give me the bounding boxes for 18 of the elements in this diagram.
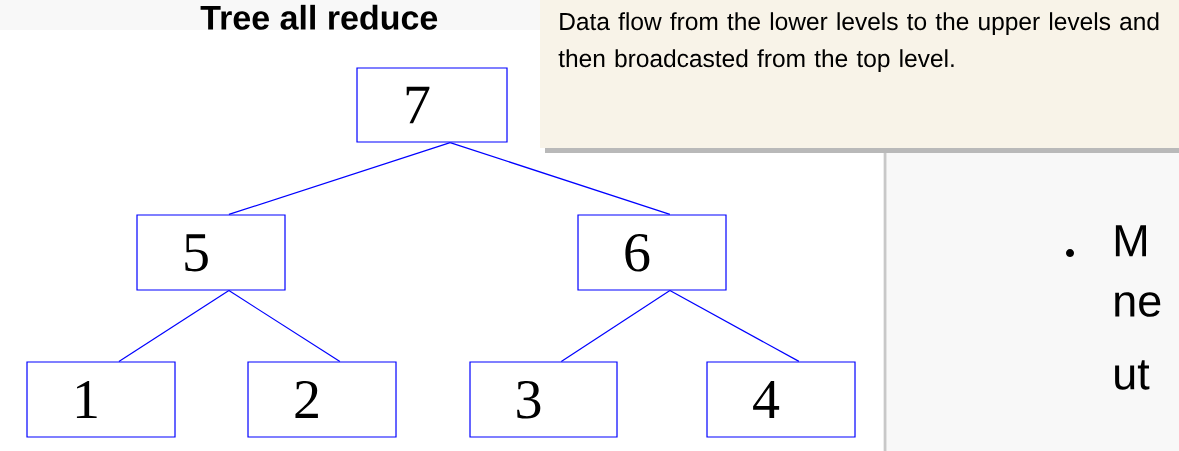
- connector-line: [449, 142, 671, 215]
- number-box: 5: [136, 214, 286, 291]
- connector-line: [669, 290, 800, 362]
- number-box: 6: [577, 214, 727, 291]
- bullet-text: ut: [1115, 360, 1150, 390]
- connector-line: [560, 290, 671, 362]
- bullet-text: ne: [1115, 292, 1161, 317]
- connector-line: [228, 142, 451, 215]
- note-box: Data flow from the lower levels to the upper levels and then broadcasted from the top level.: [540, 0, 1179, 148]
- bullet-text: M: [1115, 225, 1146, 257]
- number-box: 3: [469, 361, 618, 438]
- connector-line: [118, 290, 230, 362]
- connector-line: [228, 290, 341, 362]
- slide-title: Tree all reduce: [200, 4, 438, 30]
- number-box: 7: [356, 67, 508, 143]
- number-box: 4: [706, 361, 856, 438]
- number-box: 1: [26, 361, 176, 438]
- number-box: 2: [247, 361, 397, 438]
